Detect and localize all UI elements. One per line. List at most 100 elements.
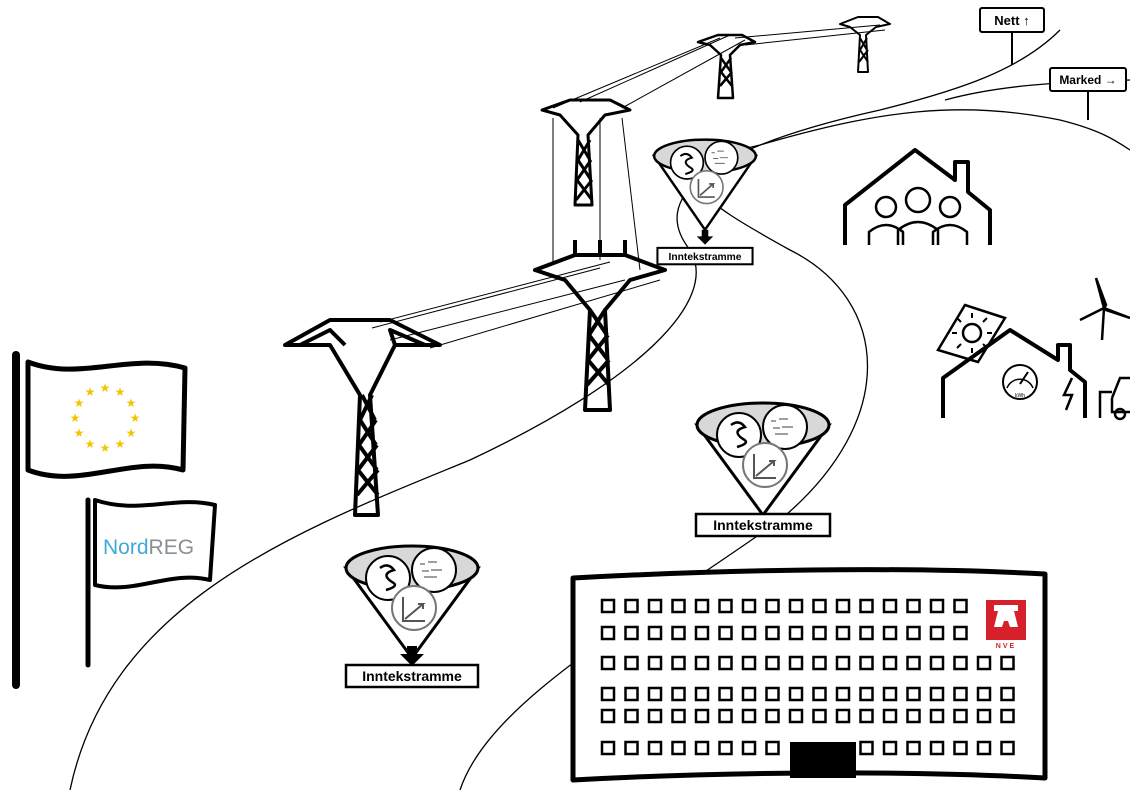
window bbox=[718, 740, 733, 756]
window bbox=[647, 708, 663, 724]
window bbox=[765, 740, 780, 756]
window bbox=[906, 655, 921, 671]
window bbox=[812, 655, 827, 671]
window bbox=[1000, 740, 1015, 756]
window bbox=[765, 686, 780, 702]
window bbox=[976, 686, 992, 702]
window bbox=[765, 598, 780, 614]
window bbox=[694, 655, 710, 671]
window bbox=[835, 598, 851, 614]
house-family-icon bbox=[843, 148, 992, 245]
window bbox=[882, 598, 898, 614]
window bbox=[600, 708, 616, 724]
window bbox=[647, 598, 663, 614]
eu-flag-icon: ★★★★★★★★★★★★ bbox=[25, 359, 188, 479]
window bbox=[624, 598, 639, 614]
window bbox=[906, 708, 921, 724]
window bbox=[624, 740, 639, 756]
window bbox=[694, 598, 710, 614]
window bbox=[671, 625, 686, 641]
pylon-icon bbox=[540, 98, 632, 207]
eu-star-icon: ★ bbox=[74, 396, 85, 410]
window bbox=[929, 740, 945, 756]
window bbox=[835, 686, 851, 702]
window bbox=[671, 598, 686, 614]
window bbox=[694, 686, 710, 702]
lightning-icon bbox=[1062, 377, 1074, 411]
window bbox=[741, 598, 757, 614]
window bbox=[765, 655, 780, 671]
window bbox=[882, 686, 898, 702]
meter-icon: kWh bbox=[1002, 364, 1038, 400]
window bbox=[647, 655, 663, 671]
window bbox=[718, 655, 733, 671]
funnel-icon: Inntekstramme bbox=[651, 138, 759, 266]
funnel-label-3: Inntekstramme bbox=[362, 668, 462, 684]
window bbox=[976, 655, 992, 671]
eu-star-icon: ★ bbox=[126, 396, 137, 410]
window bbox=[929, 686, 945, 702]
funnel-icon: Inntekstramme bbox=[343, 544, 481, 689]
eu-star-icon: ★ bbox=[100, 441, 111, 455]
nett-sign-label: Nett ↑ bbox=[994, 13, 1029, 28]
window bbox=[906, 625, 921, 641]
funnel-body bbox=[651, 138, 759, 233]
window bbox=[953, 740, 968, 756]
window bbox=[765, 708, 780, 724]
building-door bbox=[790, 742, 856, 778]
window bbox=[694, 740, 710, 756]
eu-star-icon: ★ bbox=[70, 411, 81, 425]
window bbox=[694, 625, 710, 641]
window bbox=[953, 686, 968, 702]
window bbox=[812, 598, 827, 614]
pylon-icon bbox=[839, 16, 891, 73]
eu-star-icon: ★ bbox=[130, 411, 141, 425]
window bbox=[929, 625, 945, 641]
window bbox=[624, 625, 639, 641]
window bbox=[624, 708, 639, 724]
prosumer-house-icon: kWh bbox=[936, 277, 1130, 421]
power-cables bbox=[371, 24, 886, 349]
window bbox=[1000, 686, 1015, 702]
window bbox=[741, 686, 757, 702]
nve-logo-text: NVE bbox=[996, 643, 1016, 650]
window bbox=[835, 655, 851, 671]
nordreg-text-reg: REG bbox=[149, 536, 195, 559]
funnel-label-1: Inntekstramme bbox=[669, 252, 742, 263]
svg-text:kWh: kWh bbox=[1015, 393, 1025, 399]
window bbox=[671, 708, 686, 724]
window bbox=[882, 708, 898, 724]
window bbox=[976, 708, 992, 724]
window bbox=[906, 686, 921, 702]
window bbox=[882, 655, 898, 671]
window bbox=[929, 708, 945, 724]
window bbox=[647, 625, 663, 641]
window bbox=[1000, 655, 1015, 671]
solar-panel-icon bbox=[936, 303, 1007, 364]
window bbox=[741, 708, 757, 724]
window bbox=[741, 655, 757, 671]
funnel-icon: Inntekstramme bbox=[694, 401, 832, 538]
window bbox=[859, 625, 874, 641]
window bbox=[929, 598, 945, 614]
eu-star-icon: ★ bbox=[115, 385, 126, 399]
pylon-icon bbox=[283, 318, 442, 517]
svg-text:NordREG: NordREG bbox=[103, 536, 194, 559]
window bbox=[718, 708, 733, 724]
window bbox=[976, 740, 992, 756]
window bbox=[1000, 708, 1015, 724]
building-windows bbox=[600, 598, 1015, 756]
window bbox=[906, 740, 921, 756]
nett-signpost: Nett ↑ bbox=[979, 7, 1045, 65]
window bbox=[624, 686, 639, 702]
nordreg-flag-icon: NordREG bbox=[85, 497, 217, 668]
window bbox=[741, 740, 757, 756]
window bbox=[718, 625, 733, 641]
window bbox=[600, 686, 616, 702]
window bbox=[859, 686, 874, 702]
window bbox=[600, 598, 616, 614]
window bbox=[741, 625, 757, 641]
window bbox=[835, 708, 851, 724]
eu-star-icon: ★ bbox=[115, 437, 126, 451]
